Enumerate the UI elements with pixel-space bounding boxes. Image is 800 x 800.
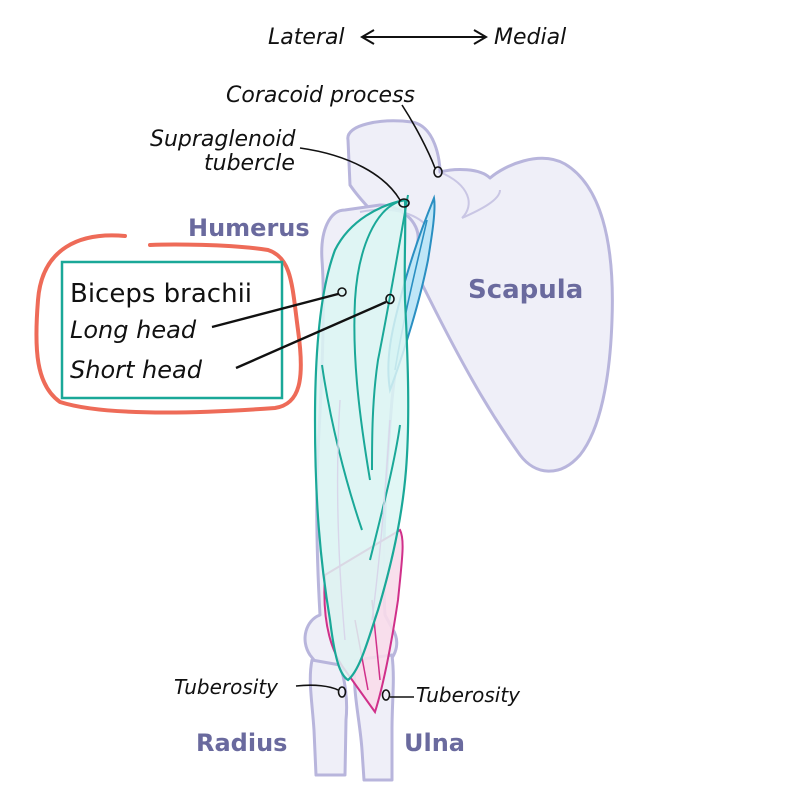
long-head-pointer — [211, 287, 347, 329]
orientation-indicator: Lateral Medial — [268, 25, 566, 50]
legend-box: Biceps brachii Long head Short head — [60, 260, 284, 400]
radius-tuberosity-annotation: Tuberosity — [174, 675, 347, 699]
scapula-label: Scapula — [468, 275, 583, 305]
radius-bone — [308, 658, 349, 777]
lateral-label: Lateral — [268, 25, 345, 50]
coracoid-annotation: Coracoid process — [226, 83, 443, 178]
medial-label: Medial — [494, 25, 566, 50]
legend-short-head: Short head — [70, 356, 203, 384]
legend-title: Biceps brachii — [70, 279, 252, 309]
coracoid-label: Coracoid process — [226, 83, 415, 108]
callout-outline — [34, 233, 303, 415]
ulna-tuberosity-label: Tuberosity — [416, 683, 521, 707]
supraglenoid-label-line2: tubercle — [204, 151, 295, 176]
long-head-muscle — [313, 194, 410, 682]
ulna-tuberosity-annotation: Tuberosity — [381, 683, 521, 707]
supraglenoid-annotation: Supraglenoid tubercle — [150, 127, 410, 208]
double-arrow-icon — [360, 29, 488, 45]
short-head-pointer — [235, 293, 395, 370]
humerus-label: Humerus — [188, 214, 310, 242]
ulna-label: Ulna — [404, 729, 465, 757]
radius-label: Radius — [196, 729, 287, 757]
supraglenoid-label-line1: Supraglenoid — [150, 127, 297, 152]
scapula-bone — [346, 119, 614, 473]
radius-tuberosity-label: Tuberosity — [174, 675, 279, 699]
legend-long-head: Long head — [70, 316, 197, 344]
